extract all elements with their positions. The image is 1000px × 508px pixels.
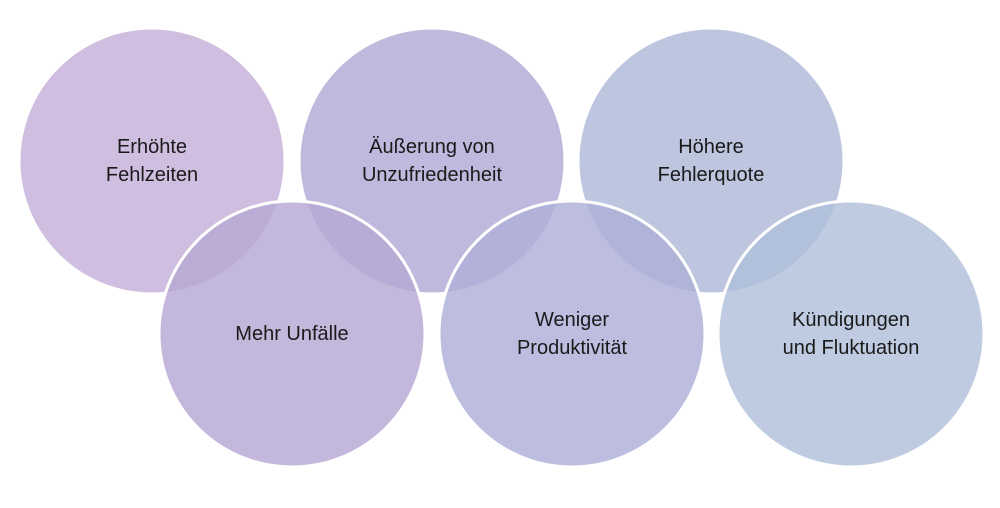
label-erhoehte-fehlzeiten: Erhöhte Fehlzeiten bbox=[105, 136, 199, 186]
circle-weniger-produktivitaet bbox=[437, 199, 707, 469]
circle-mehr-unfaelle bbox=[157, 199, 427, 469]
label-mehr-unfaelle: Mehr Unfälle bbox=[235, 323, 349, 345]
circle-kuendigungen-fluktuation bbox=[716, 199, 986, 469]
label-hoehere-fehlerquote: Höhere Fehlerquote bbox=[657, 136, 765, 186]
label-weniger-produktivitaet: Weniger Produktivität bbox=[516, 309, 628, 359]
label-kuendigungen-fluktuation: Kündigungen und Fluktuation bbox=[782, 309, 920, 359]
label-aeusserung-unzufriedenheit: Äußerung von Unzufriedenheit bbox=[361, 136, 503, 186]
